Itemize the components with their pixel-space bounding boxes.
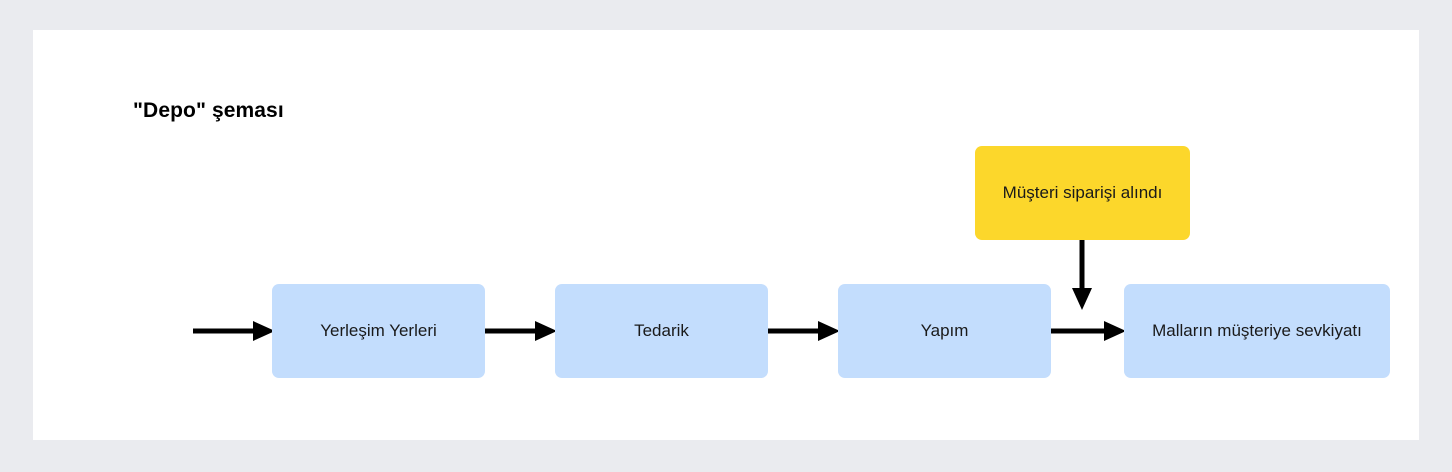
- diagram-card: [33, 30, 1419, 440]
- arrow-yerlesim-to-tedarik-icon: [485, 318, 557, 344]
- flow-node-label: Tedarik: [634, 320, 689, 340]
- flow-node-label: Malların müşteriye sevkiyatı: [1152, 320, 1362, 340]
- arrow-tedarik-to-yapim-icon: [768, 318, 840, 344]
- flow-node-musteri-siparisi-alindi[interactable]: Müşteri siparişi alındı: [975, 146, 1190, 240]
- arrow-yapim-to-sevkiyat-icon: [1051, 318, 1126, 344]
- flow-node-label: Yerleşim Yerleri: [320, 320, 437, 340]
- input-arrow-icon: [193, 318, 275, 344]
- flow-node-yerlesim-yerleri[interactable]: Yerleşim Yerleri: [272, 284, 485, 378]
- arrow-siparis-to-sevkiyat-icon: [1069, 240, 1095, 310]
- flow-node-label: Yapım: [920, 320, 969, 340]
- flow-node-tedarik[interactable]: Tedarik: [555, 284, 768, 378]
- flow-node-yapim[interactable]: Yapım: [838, 284, 1051, 378]
- page-title: "Depo" şeması: [133, 99, 284, 122]
- flow-node-mallarin-musteriye-sevkiyati[interactable]: Malların müşteriye sevkiyatı: [1124, 284, 1390, 378]
- flow-node-label: Müşteri siparişi alındı: [1002, 182, 1163, 202]
